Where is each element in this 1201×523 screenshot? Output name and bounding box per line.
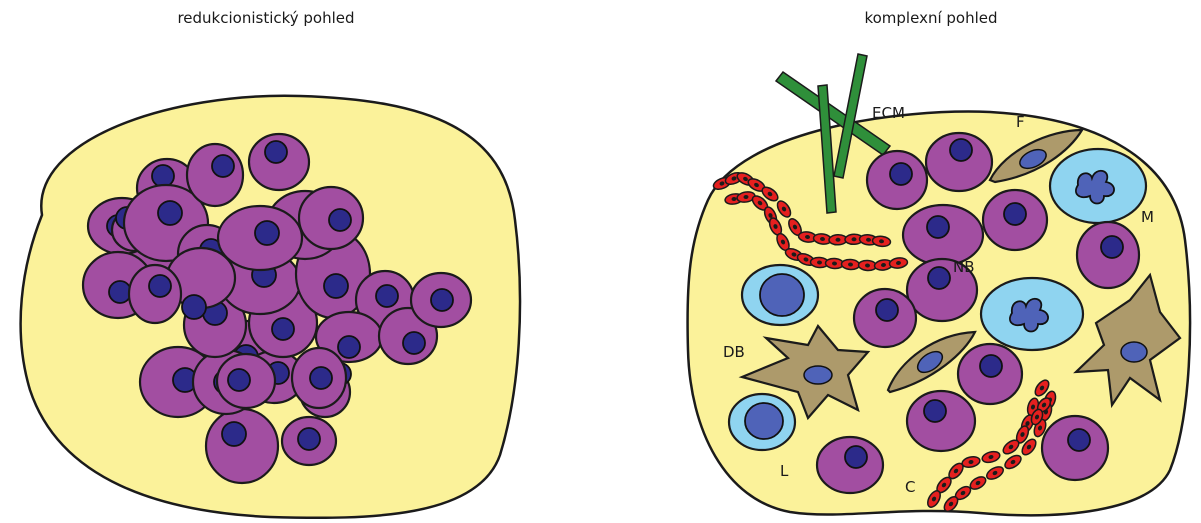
tumor-cell-nucleus [109,281,131,303]
label-db: DB [723,343,745,361]
tumor-cell [854,289,916,347]
label-lymphocyte: L [780,462,789,480]
tumor-cell-nucleus [149,275,171,297]
tumor-cell-nucleus [255,221,279,245]
label-ecm: ECM [872,104,905,122]
tumor-cell [249,134,309,190]
tumor-cell-nucleus [845,446,867,468]
tumor-cell-nucleus [329,209,351,231]
tumor-cell [129,265,181,323]
tumor-cell-nucleus [928,267,950,289]
tumor-cell [926,133,992,191]
tumor-cell [983,190,1047,250]
tumor-cell-body [206,409,278,483]
tumor-cell-nucleus [310,367,332,389]
tumor-cell [1077,222,1139,288]
tumor-cell-nucleus [222,422,246,446]
tumor-cell-nucleus [338,336,360,358]
tumor-cell-nucleus [924,400,946,422]
tumor-cell [187,144,243,206]
tumor-cell-nucleus [212,155,234,177]
tumor-cell-nucleus [228,369,250,391]
tumor-cell-nucleus [182,295,206,319]
dendritic-cell-nucleus [1121,342,1147,362]
dendritic-cell-nucleus [804,366,832,384]
tumor-cell-nucleus [950,139,972,161]
tumor-cell-nucleus [890,163,912,185]
tumor-cell [1042,416,1108,480]
caption-reductionist-view: redukcionistický pohled [177,9,354,27]
tumor-cell-nucleus [265,141,287,163]
label-fibroblast: F [1016,113,1025,131]
label-nb: NB [953,258,975,276]
tumor-cell-nucleus [1101,236,1123,258]
tumor-cell [218,206,302,270]
tumor-cell [903,205,983,265]
tumor-cell [958,344,1022,404]
tumor-cell [907,391,975,451]
tumor-cell-nucleus [324,274,348,298]
tumor-cell-nucleus [431,289,453,311]
tumor-cell-nucleus [152,165,174,187]
tumor-cell-nucleus [272,318,294,340]
tumor-cell [217,354,275,408]
tumor-cell [282,417,336,465]
caption-complex-view: komplexní pohled [864,9,997,27]
label-capillary: C [905,478,915,496]
tumor-cell-nucleus [403,332,425,354]
tumor-cell-nucleus [376,285,398,307]
tumor-cell-body [187,144,243,206]
red-blood-cell [841,259,860,270]
tumor-cell [292,348,346,408]
lymphocyte-nucleus [745,403,783,439]
tumor-cell-nucleus [158,201,182,225]
tumor-cell-nucleus [927,216,949,238]
tumor-cell [299,187,363,249]
tumor-cell [206,409,278,483]
tumor-cell-nucleus [876,299,898,321]
tumor-cell [817,437,883,493]
lymphocyte-nucleus [760,274,804,316]
tumor-cell-nucleus [1004,203,1026,225]
tumor-cell-nucleus [298,428,320,450]
tumor-cell-nucleus [1068,429,1090,451]
tumor-cell-nucleus [980,355,1002,377]
tumor-cell [411,273,471,327]
tumor-cell [867,151,927,209]
label-macrophage: M [1141,208,1154,226]
